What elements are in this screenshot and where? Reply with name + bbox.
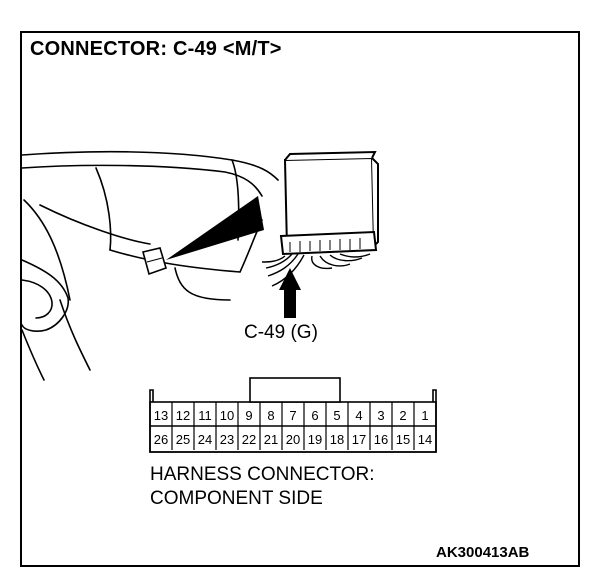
pin-label: 5 xyxy=(333,408,340,423)
pin-label: 9 xyxy=(245,408,252,423)
dash-connector-mark xyxy=(142,247,167,276)
pin-label: 14 xyxy=(418,432,432,447)
connector-callout: C-49 (G) xyxy=(244,322,318,343)
harness-wires xyxy=(261,253,371,287)
pin-label: 6 xyxy=(311,408,318,423)
pin-label: 23 xyxy=(220,432,234,447)
pin-label: 25 xyxy=(176,432,190,447)
pointer-wedge xyxy=(166,196,264,260)
pin-label: 19 xyxy=(308,432,322,447)
caption-line-2: COMPONENT SIDE xyxy=(150,488,323,509)
pin-label: 4 xyxy=(355,408,362,423)
dashboard-outline xyxy=(21,150,279,381)
pin-label: 3 xyxy=(377,408,384,423)
pin-label: 21 xyxy=(264,432,278,447)
component-unit xyxy=(279,150,379,256)
pin-label: 18 xyxy=(330,432,344,447)
connector-title: CONNECTOR: C-49 <M/T> xyxy=(30,38,282,60)
pin-label: 17 xyxy=(352,432,366,447)
figure-code: AK300413AB xyxy=(436,544,530,561)
pin-label: 13 xyxy=(154,408,168,423)
pin-label: 10 xyxy=(220,408,234,423)
pin-label: 22 xyxy=(242,432,256,447)
pin-label: 20 xyxy=(286,432,300,447)
pin-label: 26 xyxy=(154,432,168,447)
component-ribs xyxy=(289,238,361,252)
pin-label: 12 xyxy=(176,408,190,423)
caption-line-1: HARNESS CONNECTOR: xyxy=(150,464,375,485)
diagram-frame xyxy=(20,31,580,567)
pin-label: 11 xyxy=(198,408,212,423)
pin-label: 15 xyxy=(396,432,410,447)
harness-connector-face xyxy=(149,377,437,453)
pin-label: 2 xyxy=(399,408,406,423)
pin-label: 7 xyxy=(289,408,296,423)
up-arrow xyxy=(279,268,301,318)
pin-label: 8 xyxy=(267,408,274,423)
harness-caption: HARNESS CONNECTOR: COMPONENT SIDE xyxy=(150,463,375,511)
pin-label: 16 xyxy=(374,432,388,447)
pin-label: 24 xyxy=(198,432,212,447)
pin-label: 1 xyxy=(421,408,428,423)
